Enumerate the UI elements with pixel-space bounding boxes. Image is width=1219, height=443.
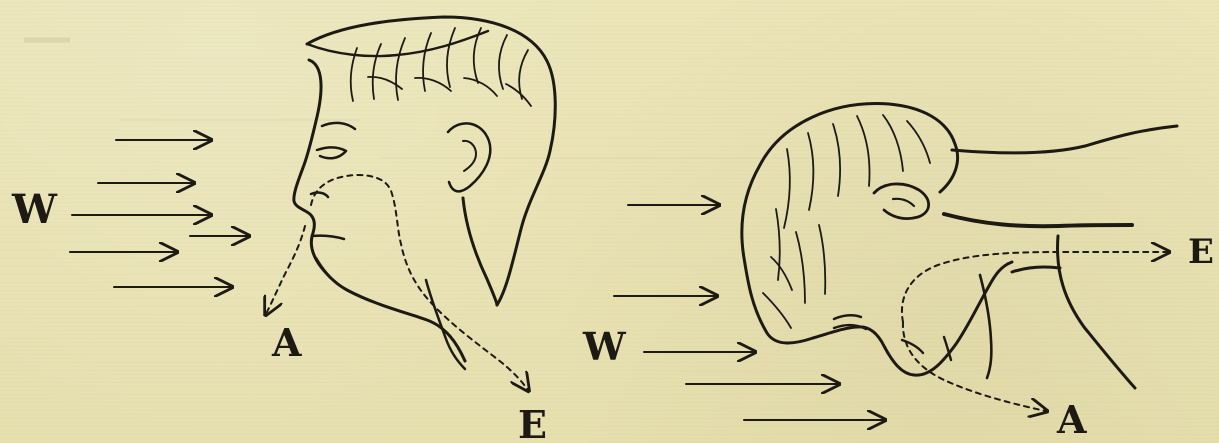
right-airflow-to-a (903, 322, 1046, 411)
left-neck-back (463, 198, 497, 305)
left-wind-arrows (70, 140, 248, 287)
right-head-profile (742, 104, 1177, 388)
left-head-top-hair-edge (307, 31, 488, 56)
right-airflow-to-e (902, 252, 1168, 322)
right-neck-torso-line (1058, 236, 1135, 388)
right-wind-arrows (614, 205, 884, 420)
right-lower-arm-edge (944, 214, 1132, 226)
right-e-label: E (1188, 232, 1214, 272)
left-nose-detail (311, 193, 328, 197)
left-ear-inner (463, 141, 476, 171)
left-mouth (312, 236, 344, 239)
left-hair-strands (351, 28, 531, 106)
right-wind-label: W (582, 324, 627, 369)
right-shoulder-arm-top (952, 126, 1177, 153)
left-brow (322, 123, 355, 129)
left-eye (317, 147, 346, 158)
left-wind-label: W (11, 186, 58, 233)
left-airflow-to-a (266, 226, 305, 314)
right-face-features (834, 315, 951, 360)
left-figure (70, 17, 555, 390)
right-head-outline (742, 104, 1012, 376)
right-hair-strands (763, 115, 930, 328)
left-a-label: A (271, 320, 302, 365)
left-head-profile (294, 17, 555, 369)
left-airflow-to-e (311, 175, 528, 390)
page-bleedthrough (24, 40, 1130, 408)
left-e-label: E (518, 402, 547, 443)
left-jaw-line (316, 258, 339, 285)
right-ear-inner (893, 199, 914, 206)
right-collar-line (1012, 267, 1060, 272)
right-ear-outline (874, 184, 929, 219)
right-a-label: A (1056, 397, 1087, 442)
left-head-outline (294, 17, 555, 361)
left-neck-front (426, 280, 465, 369)
